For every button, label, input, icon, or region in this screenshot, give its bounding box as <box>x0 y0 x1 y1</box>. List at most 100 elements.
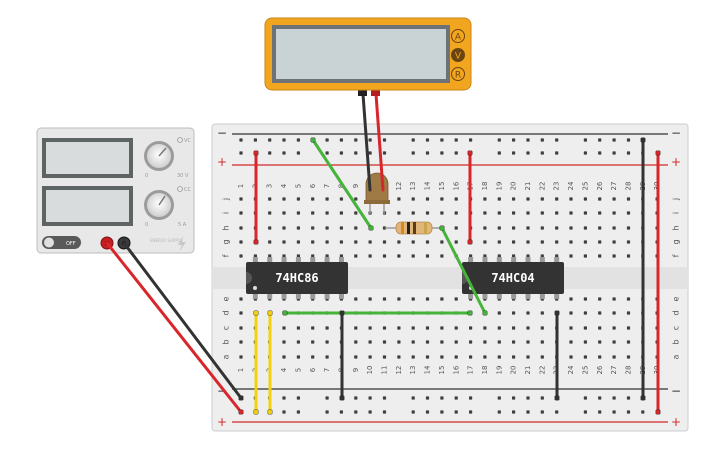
breadboard-hole[interactable] <box>311 240 315 244</box>
breadboard-hole[interactable] <box>540 254 544 258</box>
breadboard-hole[interactable] <box>583 326 587 330</box>
breadboard-hole[interactable] <box>583 151 587 155</box>
breadboard-hole[interactable] <box>497 326 501 330</box>
breadboard-hole[interactable] <box>512 254 516 258</box>
breadboard-hole[interactable] <box>512 138 516 142</box>
breadboard-hole[interactable] <box>526 311 530 315</box>
breadboard-hole[interactable] <box>368 396 372 400</box>
breadboard-hole[interactable] <box>483 355 487 359</box>
breadboard-hole[interactable] <box>526 197 530 201</box>
breadboard-hole[interactable] <box>626 240 631 244</box>
breadboard-hole[interactable] <box>497 355 501 359</box>
breadboard-hole[interactable] <box>598 311 602 315</box>
breadboard-hole[interactable] <box>268 211 272 215</box>
probe-red[interactable] <box>374 92 385 192</box>
breadboard-hole[interactable] <box>411 197 415 201</box>
breadboard-hole[interactable] <box>239 211 243 215</box>
breadboard-hole[interactable] <box>382 410 387 414</box>
breadboard-hole[interactable] <box>368 297 372 301</box>
breadboard-hole[interactable] <box>569 211 573 215</box>
breadboard-hole[interactable] <box>626 211 631 215</box>
breadboard-hole[interactable] <box>325 211 329 215</box>
breadboard-hole[interactable] <box>339 138 343 142</box>
breadboard-hole[interactable] <box>440 254 444 258</box>
breadboard-hole[interactable] <box>598 138 602 142</box>
breadboard-hole[interactable] <box>282 138 286 142</box>
breadboard-hole[interactable] <box>454 151 458 155</box>
breadboard-hole[interactable] <box>526 326 530 330</box>
breadboard-hole[interactable] <box>626 410 631 414</box>
breadboard-hole[interactable] <box>311 326 315 330</box>
breadboard-hole[interactable] <box>497 240 501 244</box>
breadboard-hole[interactable] <box>598 197 602 201</box>
lead-black-ground[interactable] <box>122 241 243 400</box>
breadboard-hole[interactable] <box>354 211 358 215</box>
breadboard-hole[interactable] <box>425 197 430 201</box>
breadboard-hole[interactable] <box>354 138 358 142</box>
breadboard-hole[interactable] <box>239 326 243 330</box>
breadboard-hole[interactable] <box>612 197 616 201</box>
breadboard-hole[interactable] <box>540 355 544 359</box>
breadboard-hole[interactable] <box>526 355 530 359</box>
breadboard-hole[interactable] <box>382 151 387 155</box>
breadboard-hole[interactable] <box>397 211 401 215</box>
breadboard-hole[interactable] <box>354 297 358 301</box>
breadboard-hole[interactable] <box>411 151 415 155</box>
breadboard-hole[interactable] <box>425 396 430 400</box>
breadboard-hole[interactable] <box>497 151 501 155</box>
breadboard-hole[interactable] <box>282 240 286 244</box>
probe-black[interactable] <box>361 92 372 192</box>
wire-green-resistor-out[interactable] <box>440 226 487 315</box>
breadboard-hole[interactable] <box>454 396 458 400</box>
breadboard-hole[interactable] <box>425 410 430 414</box>
breadboard-hole[interactable] <box>311 355 315 359</box>
multimeter-probes[interactable] <box>358 86 385 192</box>
breadboard-hole[interactable] <box>411 138 415 142</box>
breadboard-hole[interactable] <box>626 138 631 142</box>
breadboard-hole[interactable] <box>268 226 272 230</box>
breadboard-hole[interactable] <box>612 410 616 414</box>
breadboard-hole[interactable] <box>368 254 372 258</box>
breadboard-hole[interactable] <box>382 240 387 244</box>
breadboard-hole[interactable] <box>583 254 587 258</box>
breadboard-hole[interactable] <box>569 355 573 359</box>
breadboard-hole[interactable] <box>540 226 544 230</box>
breadboard-hole[interactable] <box>325 254 329 258</box>
breadboard-hole[interactable] <box>239 151 243 155</box>
breadboard-hole[interactable] <box>598 340 602 344</box>
breadboard-hole[interactable] <box>382 326 387 330</box>
breadboard-hole[interactable] <box>296 197 300 201</box>
breadboard-hole[interactable] <box>483 326 487 330</box>
breadboard-hole[interactable] <box>497 410 501 414</box>
breadboard-hole[interactable] <box>296 410 300 414</box>
breadboard-hole[interactable] <box>354 240 358 244</box>
breadboard-hole[interactable] <box>583 240 587 244</box>
breadboard-hole[interactable] <box>311 254 315 258</box>
breadboard-hole[interactable] <box>296 211 300 215</box>
breadboard-hole[interactable] <box>382 355 387 359</box>
breadboard-hole[interactable] <box>454 326 458 330</box>
breadboard-hole[interactable] <box>598 396 602 400</box>
breadboard-hole[interactable] <box>483 226 487 230</box>
breadboard-hole[interactable] <box>425 138 430 142</box>
mode-ammeter-button[interactable] <box>451 29 465 43</box>
mode-ohmmeter-button[interactable] <box>451 67 465 81</box>
breadboard-hole[interactable] <box>425 240 430 244</box>
breadboard-hole[interactable] <box>339 211 343 215</box>
breadboard-hole[interactable] <box>325 226 329 230</box>
breadboard-hole[interactable] <box>612 297 616 301</box>
breadboard-hole[interactable] <box>526 211 530 215</box>
breadboard-hole[interactable] <box>397 240 401 244</box>
breadboard-hole[interactable] <box>440 326 444 330</box>
breadboard-hole[interactable] <box>382 340 387 344</box>
breadboard-hole[interactable] <box>583 138 587 142</box>
breadboard-hole[interactable] <box>354 254 358 258</box>
breadboard-hole[interactable] <box>411 240 415 244</box>
breadboard-hole[interactable] <box>569 240 573 244</box>
breadboard-hole[interactable] <box>612 226 616 230</box>
breadboard-hole[interactable] <box>540 410 544 414</box>
breadboard-hole[interactable] <box>583 226 587 230</box>
breadboard-hole[interactable] <box>469 254 473 258</box>
breadboard-hole[interactable] <box>469 396 473 400</box>
breadboard-hole[interactable] <box>469 355 473 359</box>
